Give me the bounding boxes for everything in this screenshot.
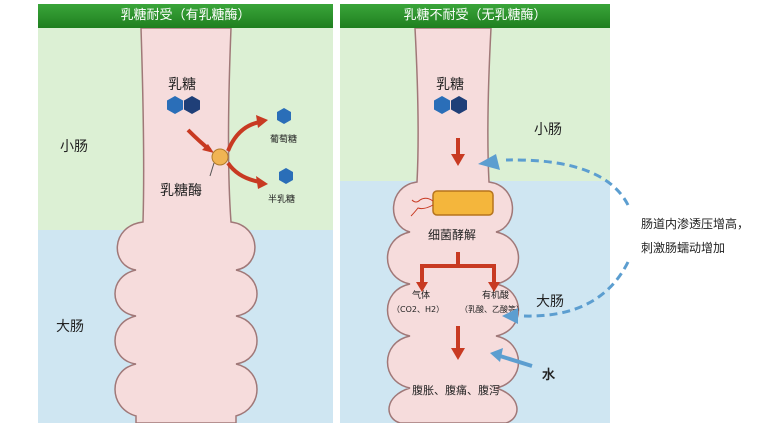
lactose-tolerant-panel: 乳糖耐受（有乳糖酶） 小肠 大肠 乳糖 乳糖酶 葡萄糖 半乳糖 bbox=[38, 4, 333, 423]
dashed-arrowhead-small-intestine bbox=[478, 154, 500, 170]
glucose-arrow bbox=[226, 120, 261, 152]
water-arrowhead bbox=[490, 348, 503, 362]
split-branches bbox=[420, 264, 496, 284]
lactose-label: 乳糖 bbox=[168, 77, 196, 93]
lactose-intolerant-panel: 乳糖不耐受（无乳糖酶） 乳糖 小肠 大肠 细菌酵解 气体 （CO2、H2） 有机… bbox=[340, 4, 610, 423]
water-label: 水 bbox=[542, 368, 556, 383]
symptoms-label: 腹胀、腹痛、腹泻 bbox=[412, 384, 500, 397]
organic-acid-label: 有机酸 bbox=[482, 291, 510, 301]
small-intestine-label: 小肠 bbox=[60, 139, 88, 155]
bacteria-flagellum-1 bbox=[411, 197, 434, 203]
lactose-hexagon-2 bbox=[451, 96, 467, 114]
dashed-arrow-to-small-intestine bbox=[505, 158, 630, 206]
bacterial-fermentation-label: 细菌酵解 bbox=[428, 228, 477, 242]
lactose-hexagon-1 bbox=[167, 96, 183, 114]
galactose-arrowhead bbox=[256, 176, 268, 189]
lactose-intolerant-illustration bbox=[340, 27, 610, 423]
lactose-hexagon-1 bbox=[434, 96, 450, 114]
lactase-enzyme bbox=[211, 148, 229, 166]
galactose-hexagon bbox=[279, 168, 293, 184]
small-intestine-label: 小肠 bbox=[534, 122, 562, 138]
lactase-label: 乳糖酶 bbox=[160, 183, 202, 199]
large-intestine-label: 大肠 bbox=[536, 294, 564, 310]
gas-label: 气体 bbox=[412, 291, 431, 301]
glucose-arrowhead bbox=[256, 115, 268, 128]
osmotic-pressure-note: 肠道内渗透压增高， 刺激肠蠕动增加 bbox=[641, 212, 749, 260]
organic-acid-detail-label: （乳酸、乙酸等） bbox=[460, 305, 524, 314]
osmotic-note-line-1: 肠道内渗透压增高， bbox=[641, 217, 750, 231]
dashed-arrow-to-large-intestine bbox=[523, 261, 630, 318]
symptom-arrowhead bbox=[451, 348, 465, 360]
down-arrowhead bbox=[451, 154, 465, 166]
gas-arrowhead bbox=[416, 282, 428, 292]
glucose-hexagon bbox=[277, 108, 291, 124]
lactose-to-enzyme-arrowhead bbox=[202, 144, 214, 153]
water-arrow-shaft bbox=[499, 354, 533, 368]
dashed-arrowhead-large-intestine bbox=[502, 308, 518, 324]
acid-arrowhead bbox=[488, 282, 500, 292]
galactose-arrow bbox=[226, 161, 261, 184]
bacteria-flagellum-2 bbox=[410, 204, 434, 217]
glucose-label: 葡萄糖 bbox=[270, 135, 298, 145]
galactose-label: 半乳糖 bbox=[268, 195, 296, 205]
intestine-tube bbox=[386, 27, 520, 423]
lactose-hexagon-2 bbox=[184, 96, 200, 114]
osmotic-note-line-2: 刺激肠蠕动增加 bbox=[641, 241, 726, 255]
lactose-tolerant-illustration bbox=[38, 27, 333, 423]
bacteria-body bbox=[432, 190, 494, 216]
left-panel-title: 乳糖耐受（有乳糖酶） bbox=[38, 4, 333, 28]
intestine-tube bbox=[114, 27, 258, 423]
large-intestine-label: 大肠 bbox=[56, 319, 84, 335]
right-panel-title: 乳糖不耐受（无乳糖酶） bbox=[340, 4, 610, 28]
gas-detail-label: （CO2、H2） bbox=[392, 305, 445, 314]
lactose-label: 乳糖 bbox=[436, 77, 464, 93]
lactase-pointer bbox=[209, 162, 215, 177]
